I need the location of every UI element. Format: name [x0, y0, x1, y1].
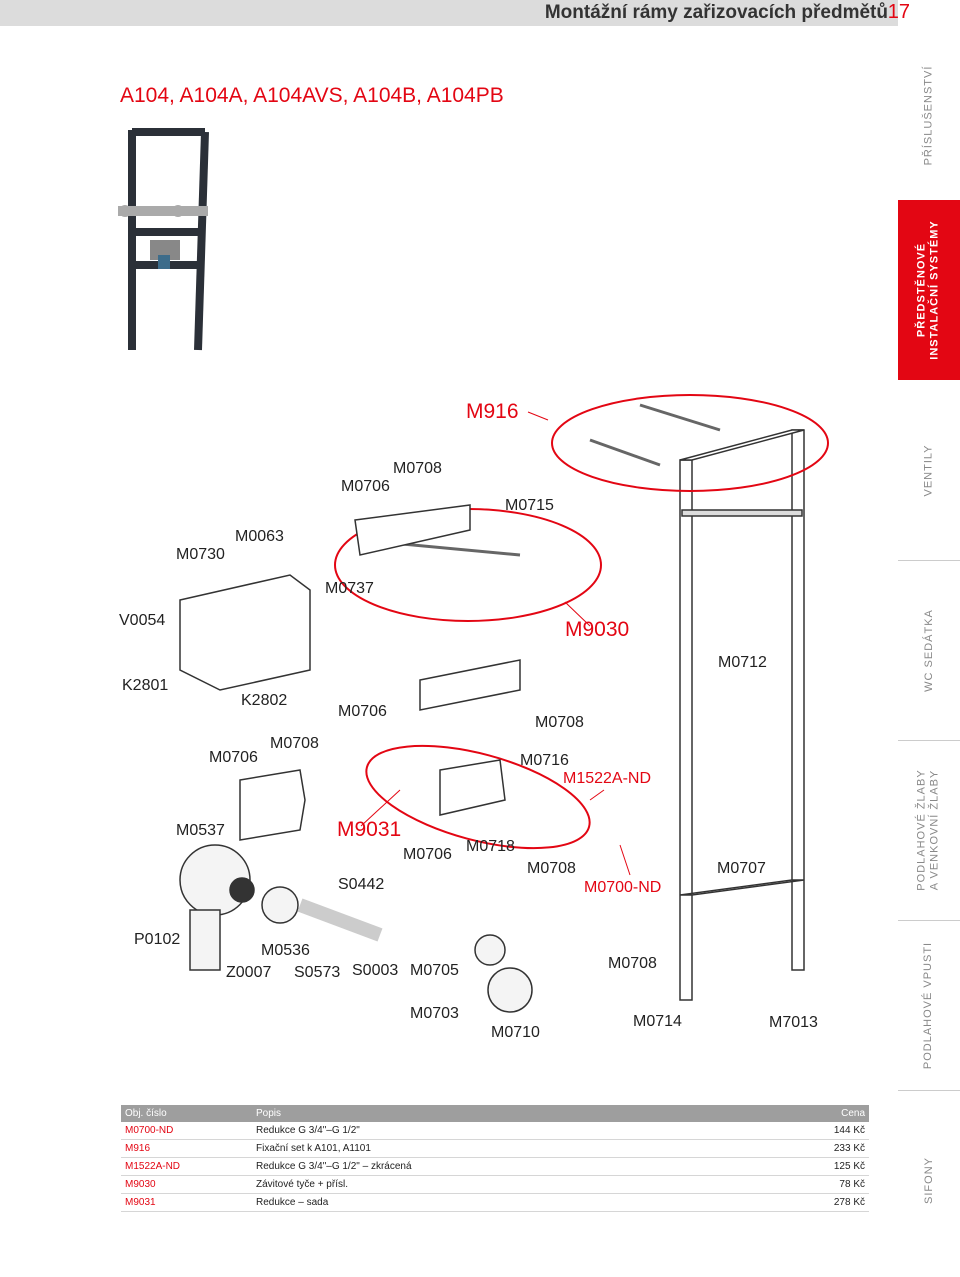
row-description: Redukce – sada: [252, 1193, 750, 1212]
row-price: 125 Kč: [749, 1157, 869, 1176]
callout-m0706: M0706: [403, 846, 452, 863]
callout-m0716: M0716: [520, 752, 569, 769]
callout-m0706: M0706: [209, 749, 258, 766]
side-tab-sifony[interactable]: SIFONY: [898, 1095, 960, 1265]
header-bar: [0, 0, 960, 26]
table-row: M9031 Redukce – sada 278 Kč: [121, 1193, 869, 1212]
callout-m0063: M0063: [235, 528, 284, 545]
row-price: 233 Kč: [749, 1139, 869, 1158]
callout-k2801: K2801: [122, 677, 169, 694]
callout-m0708: M0708: [608, 955, 657, 972]
product-frame-thumbnail: [128, 128, 209, 351]
callout-m0707: M0707: [717, 860, 766, 877]
callout-m0730: M0730: [176, 546, 225, 563]
callout-m0718: M0718: [466, 838, 515, 855]
callout-m9030: M9030: [565, 618, 630, 641]
callout-m0710: M0710: [491, 1024, 540, 1041]
side-divider: [898, 740, 960, 741]
table-row: M9030 Závitové tyče + přísl. 78 Kč: [121, 1175, 869, 1194]
row-description: Redukce G 3/4"–G 1/2" – zkrácená: [252, 1157, 750, 1176]
row-price: 78 Kč: [749, 1175, 869, 1194]
callout-m0706: M0706: [341, 478, 390, 495]
row-description: Redukce G 3/4"–G 1/2": [252, 1122, 750, 1140]
callout-p0102: P0102: [134, 931, 181, 948]
row-price: 278 Kč: [749, 1193, 869, 1212]
row-description: Závitové tyče + přísl.: [252, 1175, 750, 1194]
header-tab-mark: [898, 0, 960, 26]
page-number: 17: [887, 1, 910, 23]
highlight-ellipse-m9031: [365, 744, 591, 850]
callout-m0714: M0714: [633, 1013, 682, 1030]
callout-m0712: M0712: [718, 654, 767, 671]
tall-frame: [679, 429, 805, 1001]
price-table: Obj. číslo Popis Cena M0700-ND Redukce G…: [121, 1105, 869, 1212]
callout-s0442: S0442: [338, 876, 385, 893]
callout-m7013: M7013: [769, 1014, 818, 1031]
row-price: 144 Kč: [749, 1122, 869, 1140]
table-row: M1522A-ND Redukce G 3/4"–G 1/2" – zkráce…: [121, 1157, 869, 1176]
row-code: M0700-ND: [121, 1122, 252, 1140]
callout-m0715: M0715: [505, 497, 554, 514]
callout-s0573: S0573: [294, 964, 341, 981]
side-divider: [898, 560, 960, 561]
callout-m916: M916: [466, 400, 519, 423]
side-tab-label: SIFONY: [922, 1156, 935, 1204]
callout-m0708: M0708: [270, 735, 319, 752]
side-divider: [898, 1090, 960, 1091]
row-code: M9031: [121, 1193, 252, 1212]
bracket-parts: [179, 504, 521, 841]
product-thumbnail-details: [118, 205, 208, 269]
header-title: Montážní rámy zařizovacích předmětů: [544, 2, 888, 23]
callout-m0703: M0703: [410, 1005, 459, 1022]
row-code: M1522A-ND: [121, 1157, 252, 1176]
row-code: M916: [121, 1139, 252, 1158]
highlight-ellipse-m916: [551, 394, 829, 492]
callout-m1522a-nd: M1522A-ND: [563, 770, 652, 787]
table-row: M0700-ND Redukce G 3/4"–G 1/2" 144 Kč: [121, 1122, 869, 1140]
column-header-description: Popis: [252, 1105, 750, 1122]
callout-m0708: M0708: [393, 460, 442, 477]
row-description: Fixační set k A101, A1101: [252, 1139, 750, 1158]
column-header-code: Obj. číslo: [121, 1105, 252, 1122]
callout-s0003: S0003: [352, 962, 399, 979]
callout-m0700-nd: M0700-ND: [584, 879, 662, 896]
table-row: M916 Fixační set k A101, A1101 233 Kč: [121, 1139, 869, 1158]
page-title: A104, A104A, A104AVS, A104B, A104PB: [120, 84, 504, 107]
callout-m0706: M0706: [338, 703, 387, 720]
callout-m0705: M0705: [410, 962, 459, 979]
callout-m0708: M0708: [535, 714, 584, 731]
column-header-price: Cena: [749, 1105, 869, 1122]
callout-m0536: M0536: [261, 942, 310, 959]
callout-z0007: Z0007: [226, 964, 272, 981]
callout-m0537: M0537: [176, 822, 225, 839]
callout-m9031: M9031: [337, 818, 402, 841]
callout-m0708: M0708: [527, 860, 576, 877]
table-header-row: Obj. číslo Popis Cena: [121, 1105, 869, 1122]
siphon-parts: [179, 844, 533, 1013]
side-divider: [898, 920, 960, 921]
callout-v0054: V0054: [119, 612, 166, 629]
callout-k2802: K2802: [241, 692, 288, 709]
exploded-diagram: [118, 128, 829, 1013]
row-code: M9030: [121, 1175, 252, 1194]
callout-m0737: M0737: [325, 580, 374, 597]
